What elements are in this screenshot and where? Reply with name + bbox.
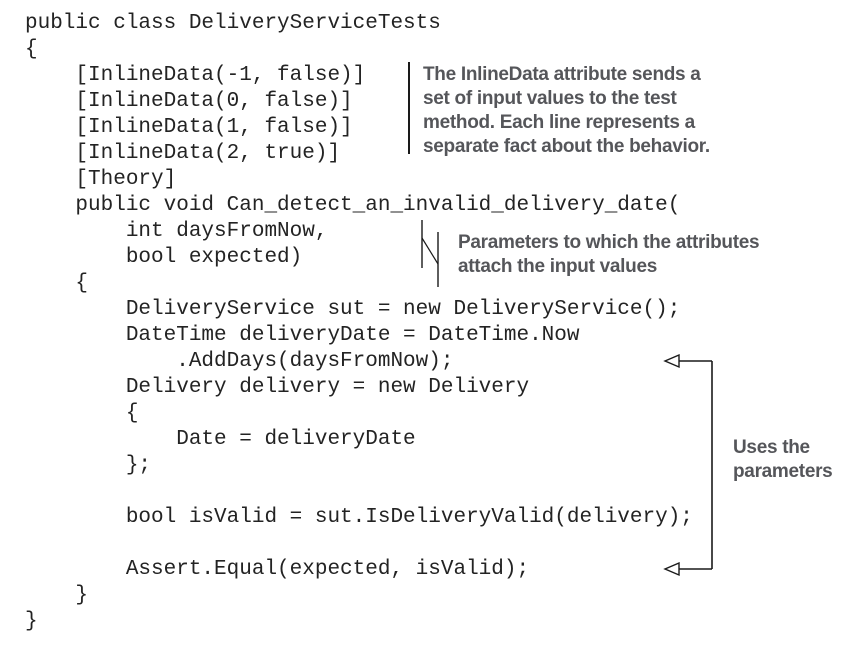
annotation-inline-data: The InlineData attribute sends a set of …: [423, 64, 710, 157]
annotation-divider-rule: [408, 62, 410, 154]
annotation-uses-parameters: Uses the parameters: [733, 437, 833, 482]
arrow-left-top-icon: [663, 353, 680, 369]
annotation-parameters: Parameters to which the attributes attac…: [458, 232, 760, 277]
arrow-left-bottom-icon: [663, 561, 680, 577]
code-block: public class DeliveryServiceTests { [Inl…: [25, 12, 693, 633]
parameters-connector-icon: [421, 220, 439, 287]
uses-parameters-bracket-arrows-icon: [663, 353, 713, 577]
